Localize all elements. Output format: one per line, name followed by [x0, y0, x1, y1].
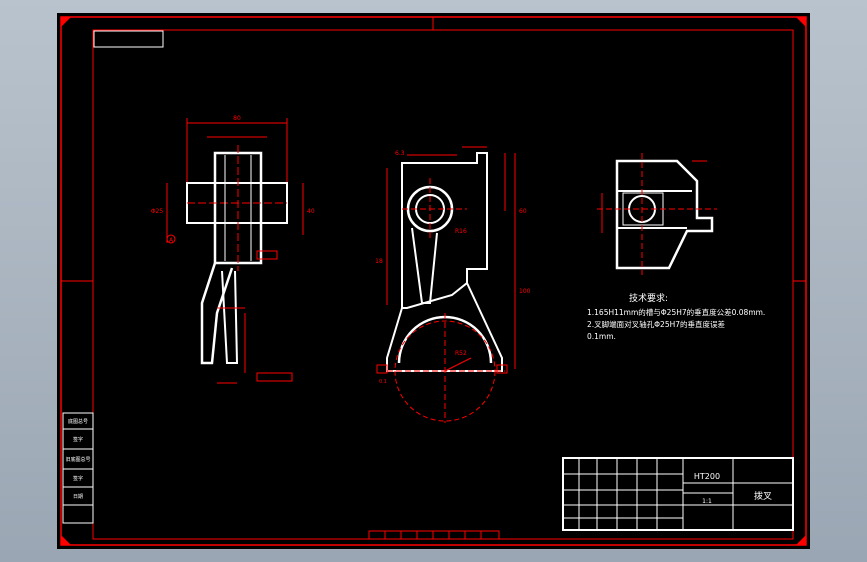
dim-label: R52 — [455, 350, 467, 357]
drawing-sheet[interactable]: 底图总号 签字 旧底图总号 签字 日期 80 Φ25 40 A — [57, 13, 810, 549]
zone-strip — [368, 530, 500, 540]
title-block: HT200 拨叉 1:1 — [562, 457, 794, 531]
stamp-column: 底图总号 签字 旧底图总号 签字 日期 — [62, 412, 94, 524]
corner-mark — [61, 535, 71, 545]
front-view: 60 100 18 6.3 R16 R52 — [375, 146, 531, 423]
drawing-canvas: 底图总号 签字 旧底图总号 签字 日期 80 Φ25 40 A — [60, 16, 807, 546]
dim-label: 80 — [233, 115, 241, 122]
corner-mark — [61, 17, 71, 27]
tol-label: 0.1 — [379, 379, 387, 385]
datum-label: A — [169, 237, 174, 244]
dim-label: 100 — [519, 288, 531, 295]
outer-frame — [60, 16, 807, 546]
tech-req-line: 0.1mm. — [587, 332, 616, 341]
corner-mark — [796, 535, 806, 545]
dim-label: Φ25 — [151, 208, 164, 215]
stamp-label: 日期 — [73, 494, 83, 500]
corner-mark — [796, 17, 806, 27]
datum-marker — [166, 234, 176, 244]
side-view: 80 Φ25 40 A — [151, 115, 315, 384]
dim-label: 40 — [307, 208, 315, 215]
top-view — [597, 153, 717, 275]
stamp-label: 旧底图总号 — [65, 456, 90, 463]
stamp-label: 底图总号 — [68, 418, 88, 425]
tech-req-line: 1.165H11mm的槽与Φ25H7的垂直度公差0.08mm. — [587, 307, 765, 317]
tech-req-title: 技术要求: — [629, 292, 668, 304]
scale-label: 1:1 — [702, 498, 712, 505]
tech-req-line: 2.叉脚端面对叉轴孔Φ25H7的垂直度误差 — [587, 319, 726, 329]
stamp-label: 签字 — [73, 436, 83, 443]
technical-requirements: 技术要求: 1.165H11mm的槽与Φ25H7的垂直度公差0.08mm. 2.… — [587, 292, 765, 341]
part-name-label: 拨叉 — [754, 490, 772, 502]
roughness-label: 6.3 — [395, 150, 405, 157]
dim-label: R16 — [455, 228, 467, 235]
dim-label: 60 — [519, 208, 527, 215]
inner-frame — [92, 29, 794, 540]
dim-label: 18 — [375, 258, 383, 265]
drawing-code-box — [93, 30, 164, 48]
stamp-label: 签字 — [73, 475, 83, 482]
material-label: HT200 — [694, 472, 720, 481]
